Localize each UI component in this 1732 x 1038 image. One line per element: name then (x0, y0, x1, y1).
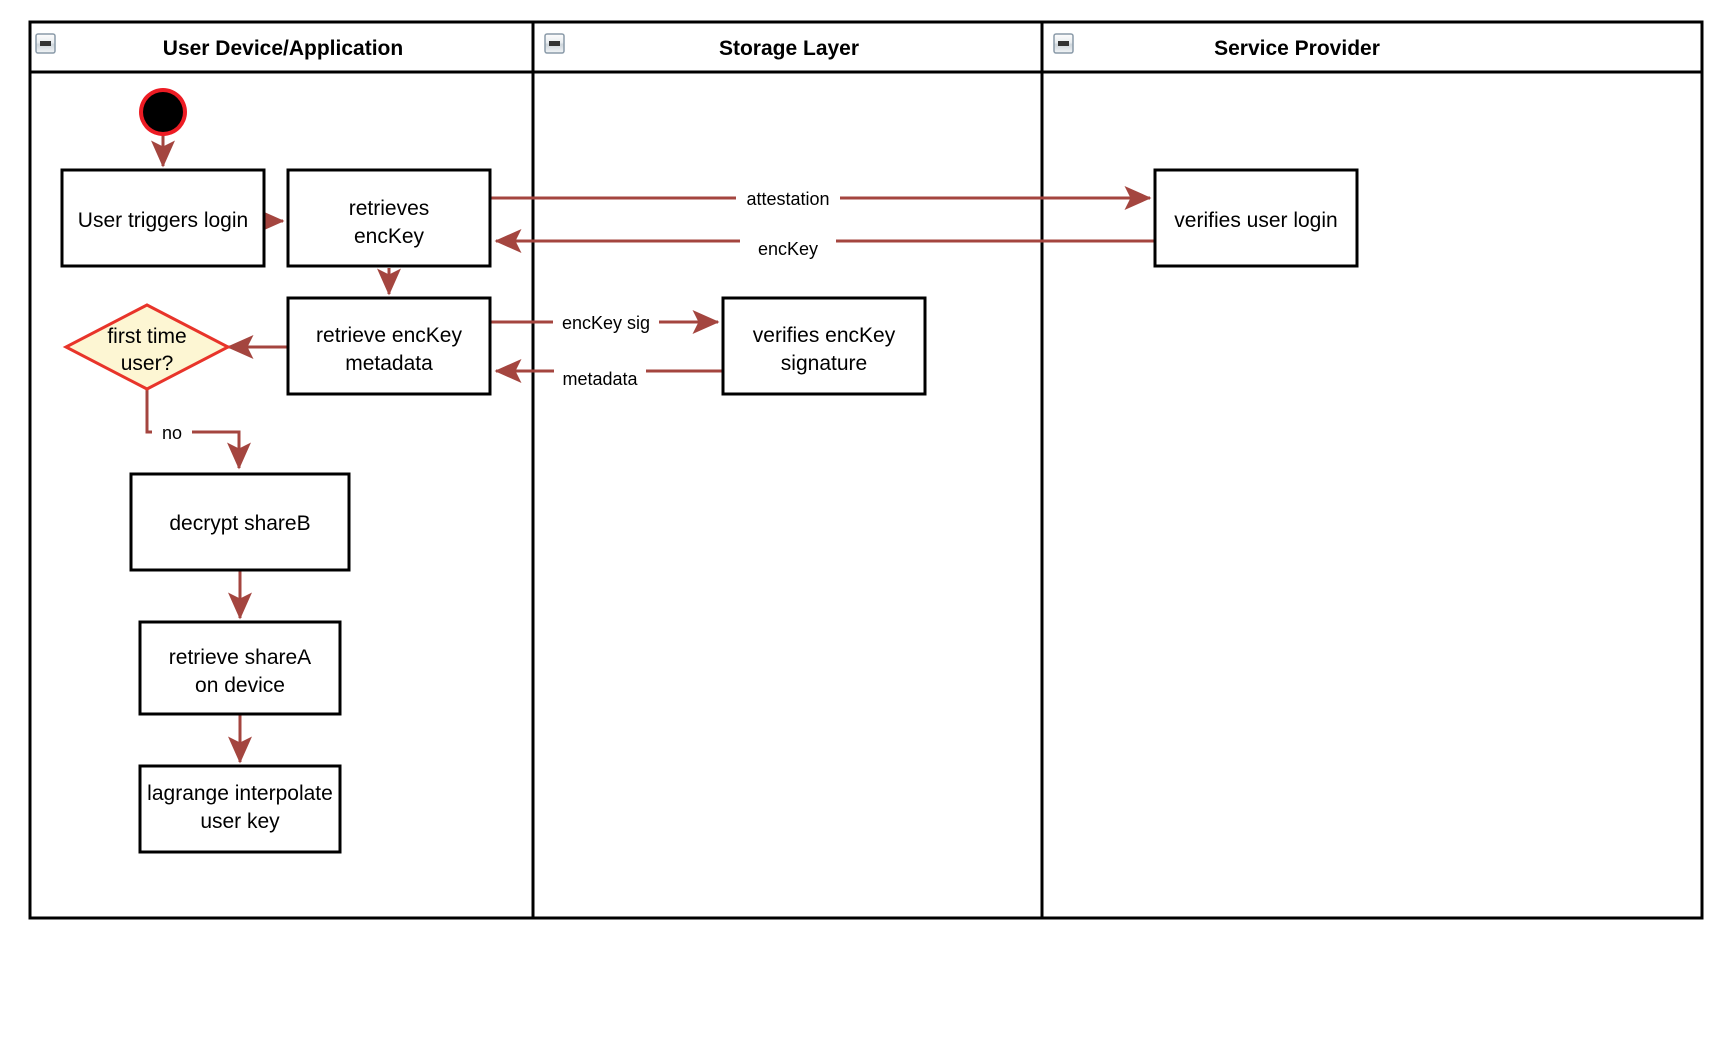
node-label: User triggers login (78, 209, 248, 232)
edge-no-branch (145, 390, 251, 470)
collapse-minus-icon[interactable] (1053, 33, 1074, 54)
swimlane-frame (28, 20, 1704, 920)
node-label-line2: metadata (345, 352, 433, 375)
edge-label-bg (736, 187, 840, 209)
edge-label-no: no (162, 423, 182, 443)
lane-title-user-device: User Device/Application (163, 37, 403, 60)
node-label-line2: on device (195, 674, 285, 697)
lane-title-service-provider: Service Provider (1214, 37, 1380, 60)
edge-label-attestation: attestation (746, 189, 829, 209)
node-label-line2: user? (121, 352, 174, 375)
node-label-line2: signature (781, 352, 867, 375)
collapse-minus-icon[interactable] (544, 33, 565, 54)
node-retrieve-sharea-on-device[interactable]: retrieve shareA on device (138, 620, 342, 716)
node-label: verifies user login (1174, 209, 1337, 232)
start-node[interactable] (139, 88, 187, 136)
node-user-triggers-login[interactable]: User triggers login (60, 168, 266, 268)
node-decrypt-shareb[interactable]: decrypt shareB (129, 472, 351, 572)
node-verifies-enckey-signature[interactable]: verifies encKey signature (721, 296, 927, 396)
node-label-line1: first time (107, 325, 186, 348)
edge-label-metadata: metadata (562, 369, 638, 389)
edge-label-bg (554, 366, 646, 390)
node-label-line1: verifies encKey (753, 324, 896, 347)
node-verifies-user-login[interactable]: verifies user login (1153, 168, 1359, 268)
node-label-line2: encKey (354, 225, 425, 248)
edge-label-bg (553, 311, 659, 333)
node-label-line1: retrieve shareA (169, 646, 311, 669)
node-label-line2: user key (200, 810, 280, 833)
node-retrieve-enckey-metadata[interactable]: retrieve encKey metadata (286, 296, 492, 396)
node-lagrange-interpolate-user-key[interactable]: lagrange interpolate user key (138, 764, 342, 854)
node-label-line1: retrieve encKey (316, 324, 462, 347)
collapse-minus-icon[interactable] (35, 33, 56, 54)
edge-label-enckey: encKey (758, 239, 818, 259)
edge-label-enckey-sig: encKey sig (562, 313, 650, 333)
node-label-line1: lagrange interpolate (147, 782, 333, 805)
node-label: decrypt shareB (169, 512, 310, 535)
edge-label-bg (740, 234, 836, 260)
lane-title-storage-layer: Storage Layer (719, 37, 859, 60)
node-decision-first-time-user[interactable]: first time user? (62, 303, 232, 391)
node-label-line1: retrieves (349, 197, 430, 220)
edge-label-bg (152, 420, 192, 444)
node-retrieves-enckey[interactable]: retrieves encKey (286, 168, 492, 268)
